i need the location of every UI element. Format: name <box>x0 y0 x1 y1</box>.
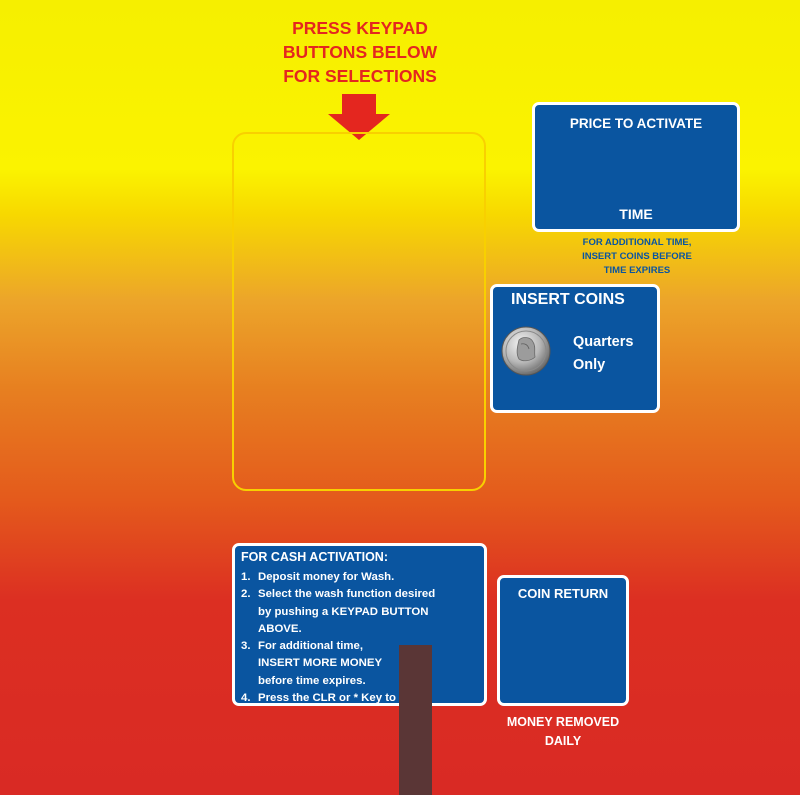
step-number: 3. <box>241 640 251 653</box>
money-removed-line: DAILY <box>544 734 582 748</box>
step-line: INSERT MORE MONEY <box>258 657 383 670</box>
step-line: Press the CLR or * Key to STOP. <box>258 692 432 705</box>
step-item: 4. Press the CLR or * Key to STOP. <box>241 690 435 707</box>
cash-activation-panel: FOR CASH ACTIVATION: 1. Deposit money fo… <box>232 543 487 706</box>
step-text: Select the wash function desired by push… <box>258 586 435 638</box>
step-item: 2. Select the wash function desired by p… <box>241 586 435 638</box>
step-item: 3. For additional time, INSERT MORE MONE… <box>241 638 435 690</box>
money-removed-note: MONEY REMOVED DAILY <box>492 713 634 751</box>
heading-line: FOR SELECTIONS <box>283 66 437 86</box>
note-line: FOR ADDITIONAL TIME, <box>582 237 692 248</box>
down-arrow-icon <box>328 94 390 140</box>
step-line: by pushing a KEYPAD BUTTON <box>258 605 429 618</box>
keypad-instructions-heading: PRESS KEYPAD BUTTONS BELOW FOR SELECTION… <box>250 16 470 88</box>
coin-return-label: COIN RETURN <box>517 586 609 601</box>
money-removed-line: MONEY REMOVED <box>506 715 620 729</box>
step-number: 1. <box>241 571 251 583</box>
mounting-post <box>399 645 432 795</box>
heading-line: BUTTONS BELOW <box>282 42 438 62</box>
quarters-only-text: Quarters Only <box>573 331 633 377</box>
heading-line: PRESS KEYPAD <box>292 18 428 38</box>
cash-steps-list: 1. Deposit money for Wash. 2. Select the… <box>241 569 435 707</box>
step-line: ABOVE. <box>258 622 302 635</box>
time-label: TIME <box>619 206 653 222</box>
note-line: INSERT COINS BEFORE <box>582 251 692 262</box>
step-line: before time expires. <box>258 674 366 687</box>
price-to-activate-panel: PRICE TO ACTIVATE TIME <box>532 102 740 232</box>
step-text: For additional time, INSERT MORE MONEY b… <box>258 638 382 690</box>
step-number: 4. <box>241 692 251 705</box>
step-line: For additional time, <box>258 640 364 653</box>
keypad-area[interactable] <box>232 132 486 491</box>
cash-activation-title: FOR CASH ACTIVATION: <box>241 550 388 564</box>
step-item: 1. Deposit money for Wash. <box>241 569 435 586</box>
note-line: TIME EXPIRES <box>603 265 671 276</box>
additional-time-note: FOR ADDITIONAL TIME, INSERT COINS BEFORE… <box>560 236 714 278</box>
step-line: Select the wash function desired <box>258 588 436 601</box>
coin-return-button[interactable]: COIN RETURN <box>497 575 629 706</box>
coins-line: Only <box>573 357 606 373</box>
coins-line: Quarters <box>573 334 634 350</box>
quarter-coin-icon <box>501 326 551 376</box>
price-title: PRICE TO ACTIVATE <box>569 116 703 131</box>
step-text: Press the CLR or * Key to STOP. <box>258 690 432 707</box>
step-line: Deposit money for Wash. <box>258 571 395 583</box>
step-number: 2. <box>241 588 251 601</box>
insert-coins-title: INSERT COINS <box>511 291 625 308</box>
step-text: Deposit money for Wash. <box>258 569 394 586</box>
insert-coins-panel: INSERT COINS Quarters Only <box>490 284 660 413</box>
